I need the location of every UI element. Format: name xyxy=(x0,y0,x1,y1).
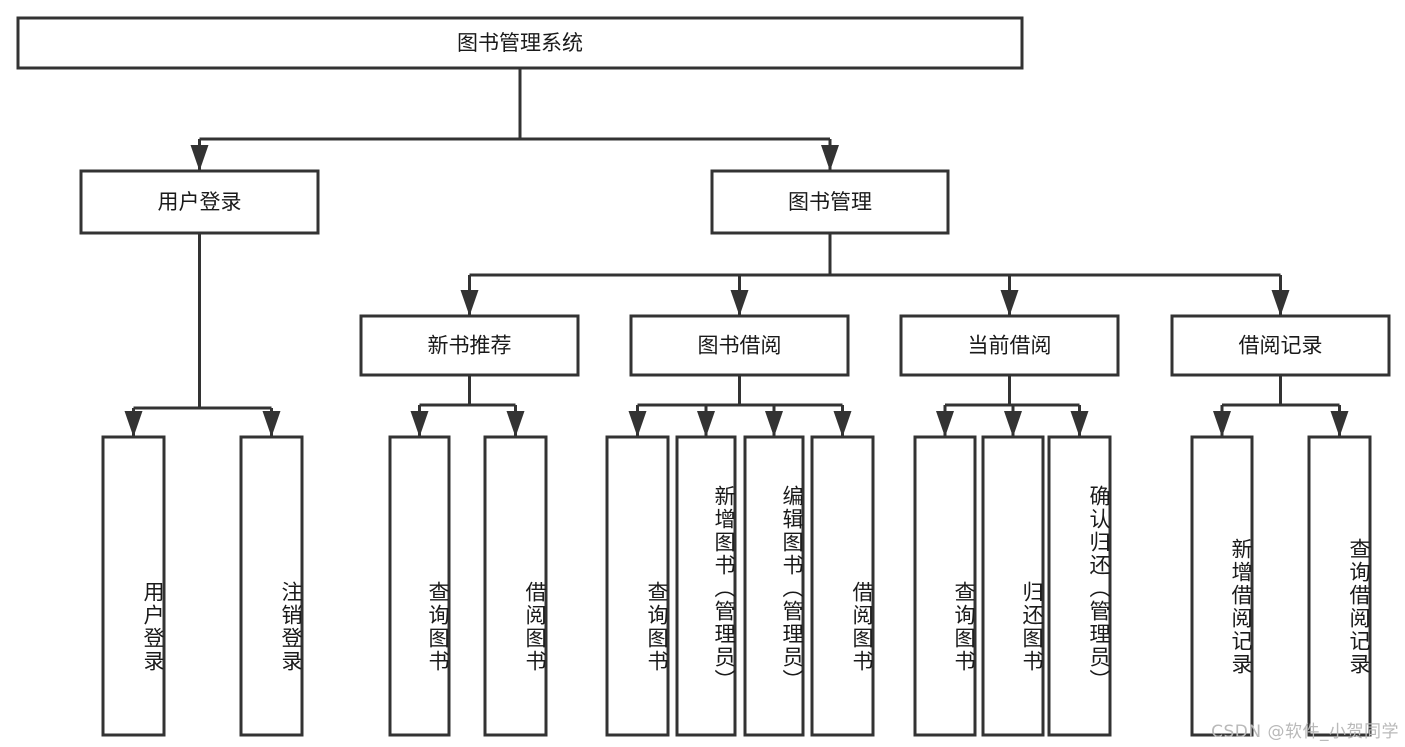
node-box-user-login[interactable] xyxy=(79,169,320,235)
edge-root-split-arrowhead-1 xyxy=(821,145,839,171)
edge-bookmanage-split-arrowhead-3 xyxy=(1271,290,1290,316)
edge-rec-split-arrowhead-0 xyxy=(410,411,429,437)
node-label-new-book-rec: 新书推荐 xyxy=(428,334,512,358)
edge-borrow-split-arrowhead-0 xyxy=(628,411,647,437)
node-label-book-manage: 图书管理 xyxy=(788,190,872,214)
node-box-leaf-return-book[interactable] xyxy=(981,435,1045,737)
edge-rec-split-arrowhead-1 xyxy=(506,411,525,437)
node-label-borrow-record: 借阅记录 xyxy=(1239,334,1323,358)
node-box-leaf-confirm-return[interactable] xyxy=(1047,435,1112,737)
edge-borrow-split-arrowhead-1 xyxy=(697,411,715,437)
node-box-leaf-borrow-book-bor[interactable] xyxy=(810,435,875,737)
csdn-watermark: CSDN @软件_小贺同学 xyxy=(1211,722,1399,742)
node-box-leaf-query-book-bor[interactable] xyxy=(605,435,670,737)
edge-record-split-arrowhead-0 xyxy=(1213,411,1231,437)
edge-bookmanage-split-arrowhead-0 xyxy=(460,290,479,316)
boxes-layer xyxy=(16,16,1391,737)
node-box-leaf-user-login[interactable] xyxy=(101,435,166,737)
node-box-new-book-rec[interactable] xyxy=(359,314,580,377)
node-box-book-manage[interactable] xyxy=(710,169,950,235)
node-box-root[interactable] xyxy=(16,16,1024,70)
edge-bookmanage-split-arrowhead-2 xyxy=(1000,290,1019,316)
node-box-leaf-edit-book[interactable] xyxy=(743,435,805,737)
edge-current-split-arrowhead-0 xyxy=(936,411,954,437)
edges-layer xyxy=(124,68,1349,437)
node-box-borrow-record[interactable] xyxy=(1170,314,1391,377)
edge-login-split-arrowhead-1 xyxy=(262,411,281,437)
node-label-user-login: 用户登录 xyxy=(158,190,242,214)
node-box-leaf-query-book-cur[interactable] xyxy=(913,435,977,737)
node-box-leaf-add-book[interactable] xyxy=(675,435,737,737)
node-label-root: 图书管理系统 xyxy=(457,31,583,55)
node-box-book-borrow[interactable] xyxy=(629,314,850,377)
edge-current-split-arrowhead-1 xyxy=(1004,411,1022,437)
node-box-leaf-logout[interactable] xyxy=(239,435,304,737)
edge-bookmanage-split-arrowhead-1 xyxy=(730,290,749,316)
node-label-current-borrow: 当前借阅 xyxy=(968,334,1052,358)
node-label-book-borrow: 图书借阅 xyxy=(698,334,782,358)
node-box-current-borrow[interactable] xyxy=(899,314,1120,377)
node-box-leaf-query-book-rec[interactable] xyxy=(388,435,451,737)
edge-borrow-split-arrowhead-2 xyxy=(765,411,783,437)
node-box-leaf-add-record[interactable] xyxy=(1190,435,1254,737)
node-box-leaf-borrow-book-rec[interactable] xyxy=(483,435,548,737)
node-box-leaf-query-record[interactable] xyxy=(1307,435,1372,737)
edge-borrow-split-arrowhead-3 xyxy=(833,411,852,437)
edge-login-split-arrowhead-0 xyxy=(124,411,143,437)
edge-root-split-arrowhead-0 xyxy=(190,145,209,171)
edge-record-split-arrowhead-1 xyxy=(1330,411,1349,437)
edge-current-split-arrowhead-2 xyxy=(1070,411,1089,437)
